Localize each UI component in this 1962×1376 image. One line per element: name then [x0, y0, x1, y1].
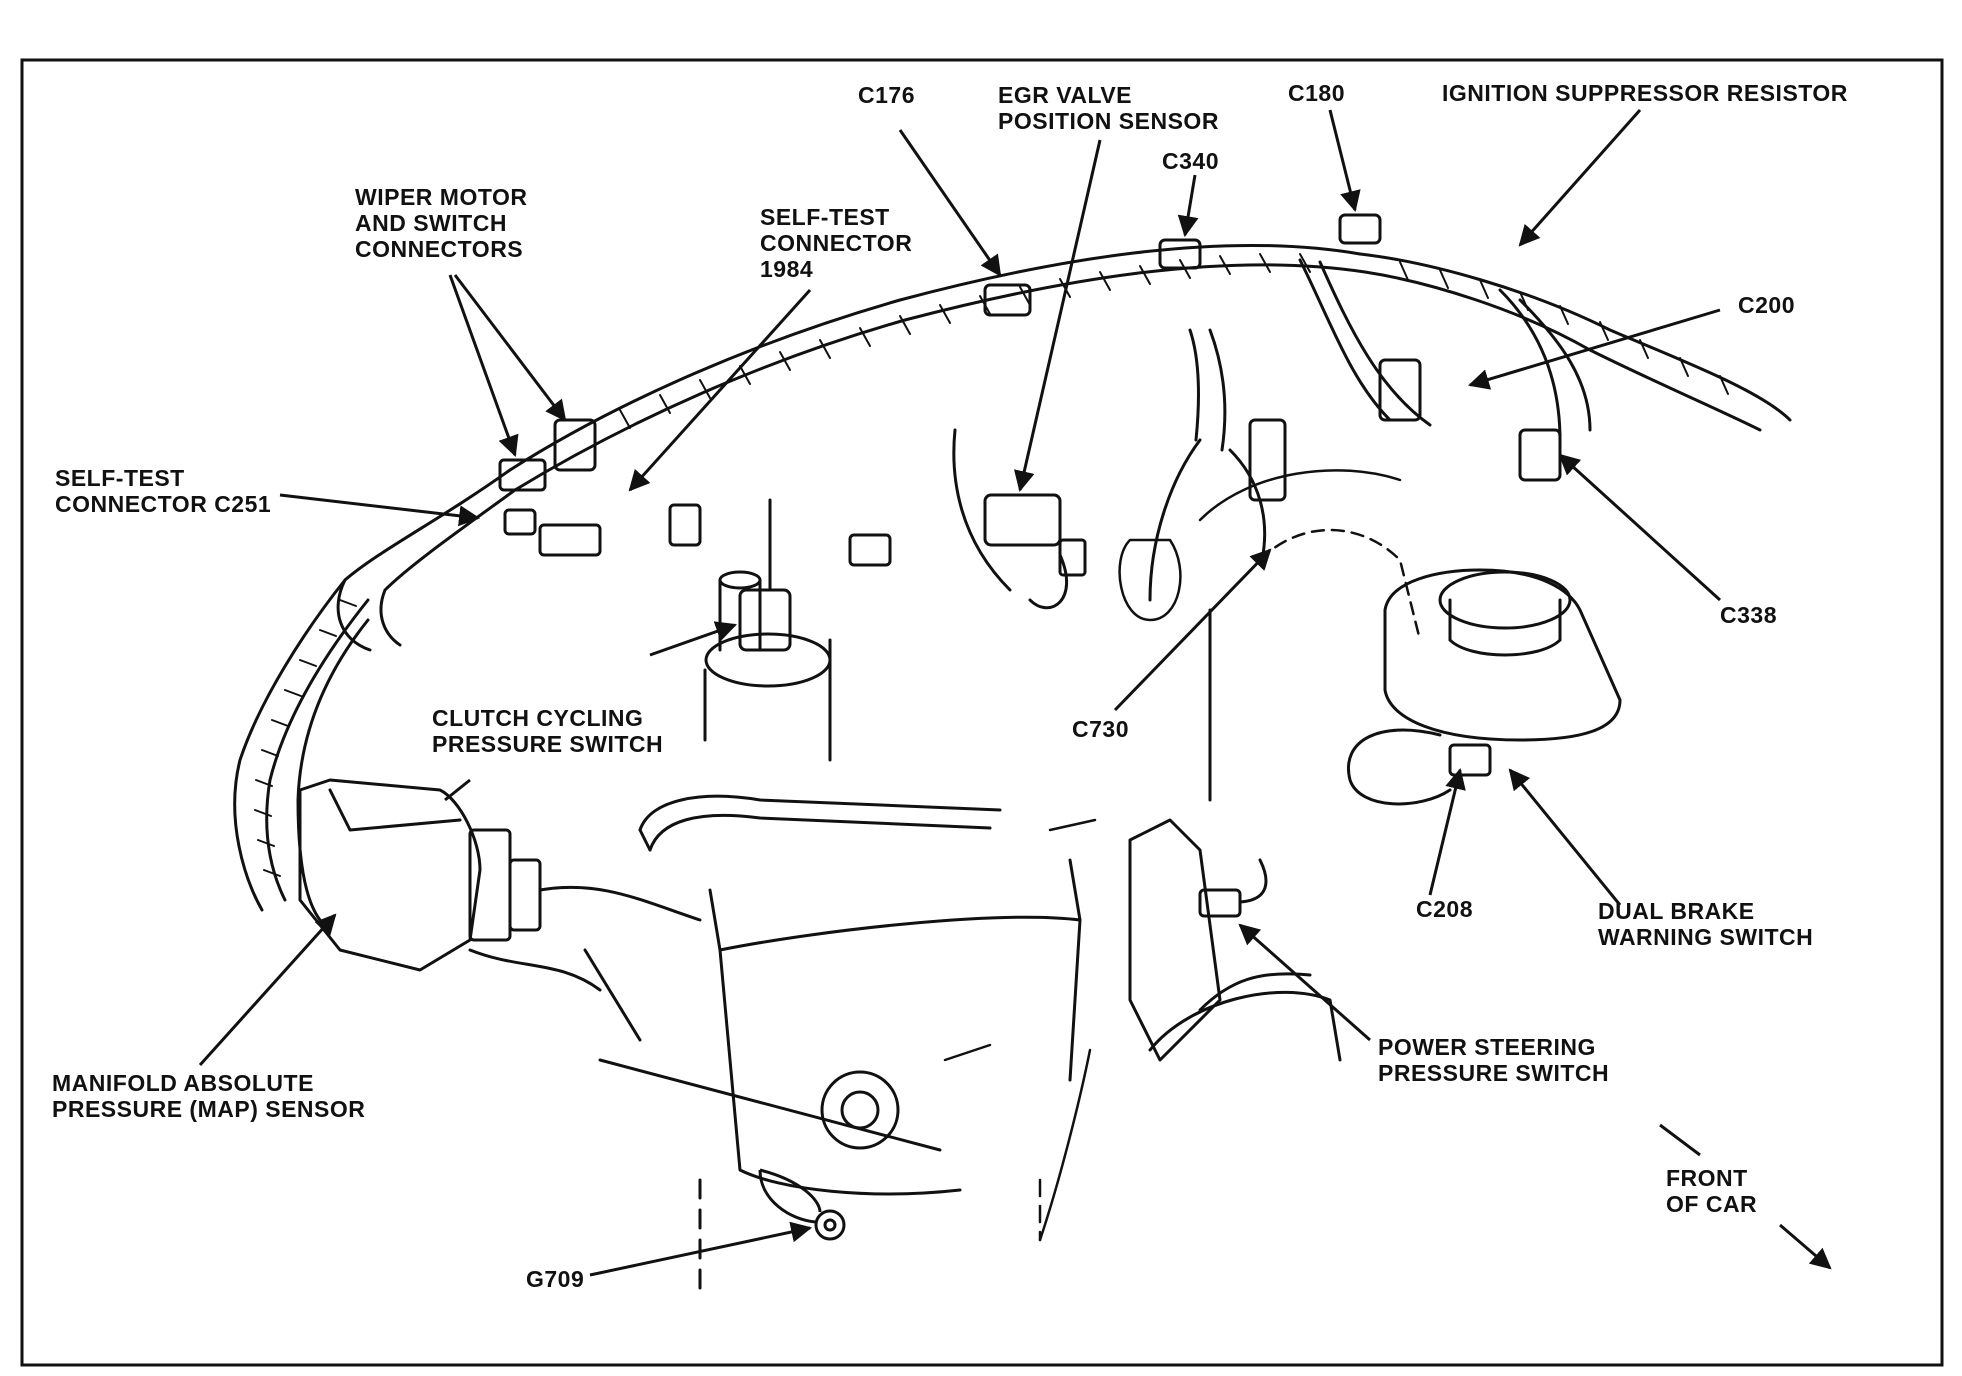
- label-ignition-suppressor-resistor: IGNITION SUPPRESSOR RESISTOR: [1442, 80, 1848, 106]
- label-self-test-connector-1984: SELF-TEST CONNECTOR 1984: [760, 204, 913, 282]
- label-c338: C338: [1720, 602, 1777, 628]
- label-front-of-car: FRONT OF CAR: [1666, 1165, 1758, 1217]
- connector-shapes: [498, 213, 1562, 610]
- label-c200: C200: [1738, 292, 1795, 318]
- label-dual-brake-warning-switch: DUAL BRAKE WARNING SWITCH: [1598, 898, 1814, 950]
- engine-outline: [598, 794, 1082, 1302]
- label-g709: G709: [526, 1266, 585, 1292]
- label-map-sensor: MANIFOLD ABSOLUTE PRESSURE (MAP) SENSOR: [52, 1070, 366, 1122]
- label-egr-valve-position-sensor: EGR VALVE POSITION SENSOR: [998, 82, 1219, 134]
- diagram-frame: [20, 58, 1944, 1367]
- label-c730: C730: [1072, 716, 1129, 742]
- label-c176: C176: [858, 82, 915, 108]
- harness-texture: [254, 253, 1729, 877]
- label-wiper-motor-connectors: WIPER MOTOR AND SWITCH CONNECTORS: [355, 184, 528, 262]
- label-clutch-cycling-pressure-switch: CLUTCH CYCLING PRESSURE SWITCH: [432, 705, 664, 757]
- power-steering-pump: [1128, 608, 1342, 1062]
- engine-details: [943, 469, 1422, 1242]
- leader-lines: [198, 109, 1832, 1277]
- label-self-test-connector-c251: SELF-TEST CONNECTOR C251: [55, 465, 272, 517]
- label-c208: C208: [1416, 896, 1473, 922]
- label-power-steering-pressure-switch: POWER STEERING PRESSURE SWITCH: [1378, 1034, 1610, 1086]
- map-sensor-body: [298, 778, 702, 1042]
- label-c340: C340: [1162, 148, 1219, 174]
- label-c180: C180: [1288, 80, 1345, 106]
- brake-reservoir: [1347, 568, 1622, 806]
- ground-g709: [758, 1168, 846, 1241]
